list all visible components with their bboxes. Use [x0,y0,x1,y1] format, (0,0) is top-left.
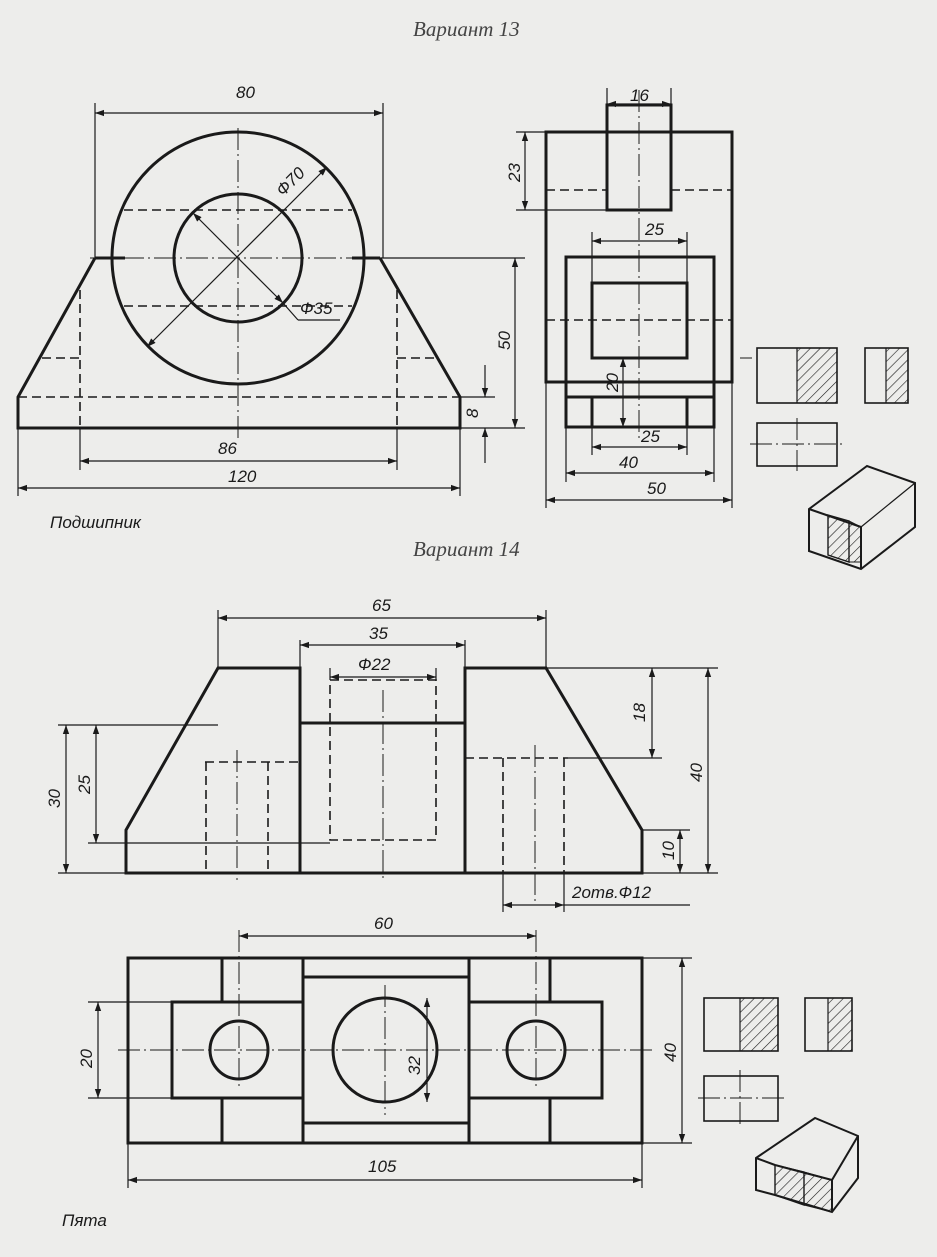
dim-50-bottom: 50 [647,479,666,498]
dim-20: 20 [603,373,622,393]
dim-60: 60 [374,914,393,933]
v14-sections [698,997,853,1127]
v13-front-view [16,103,525,496]
dim-8: 8 [463,408,482,418]
dim-23: 23 [505,163,524,183]
dim-105: 105 [368,1157,397,1176]
variant14-part-name: Пята [62,1211,107,1230]
v14-isometric [755,1116,859,1214]
dim-holes: 2отв.Ф12 [571,883,652,902]
variant13-part-name: Подшипник [50,513,142,532]
v13-isometric [808,464,916,571]
dim-10: 10 [659,841,678,860]
dim-32: 32 [405,1056,424,1075]
dim-d22: Ф22 [358,655,391,674]
dim-25-upper: 25 [644,220,664,239]
dim-18: 18 [630,703,649,722]
dim-65: 65 [372,596,391,615]
dim-40-top: 40 [661,1043,680,1062]
dim-80: 80 [236,83,255,102]
dim-86: 86 [218,439,237,458]
dim-16: 16 [630,86,649,105]
dim-20-top: 20 [77,1049,96,1069]
v14-front-view [58,610,718,912]
v13-sections [750,347,909,471]
dim-30: 30 [45,789,64,808]
dim-d70: Ф70 [272,163,309,200]
dim-35: 35 [369,624,388,643]
dim-120: 120 [228,467,257,486]
dim-25: 25 [75,775,94,795]
variant13-title: Вариант 13 [413,17,520,41]
variant14-title: Вариант 14 [413,537,520,561]
dim-25-lower: 25 [640,427,660,446]
v14-top-view [88,930,692,1188]
dim-40-front: 40 [687,763,706,782]
dim-50: 50 [495,331,514,350]
dim-d35: Ф35 [300,299,333,318]
v13-side-view [516,88,752,508]
dim-40: 40 [619,453,638,472]
